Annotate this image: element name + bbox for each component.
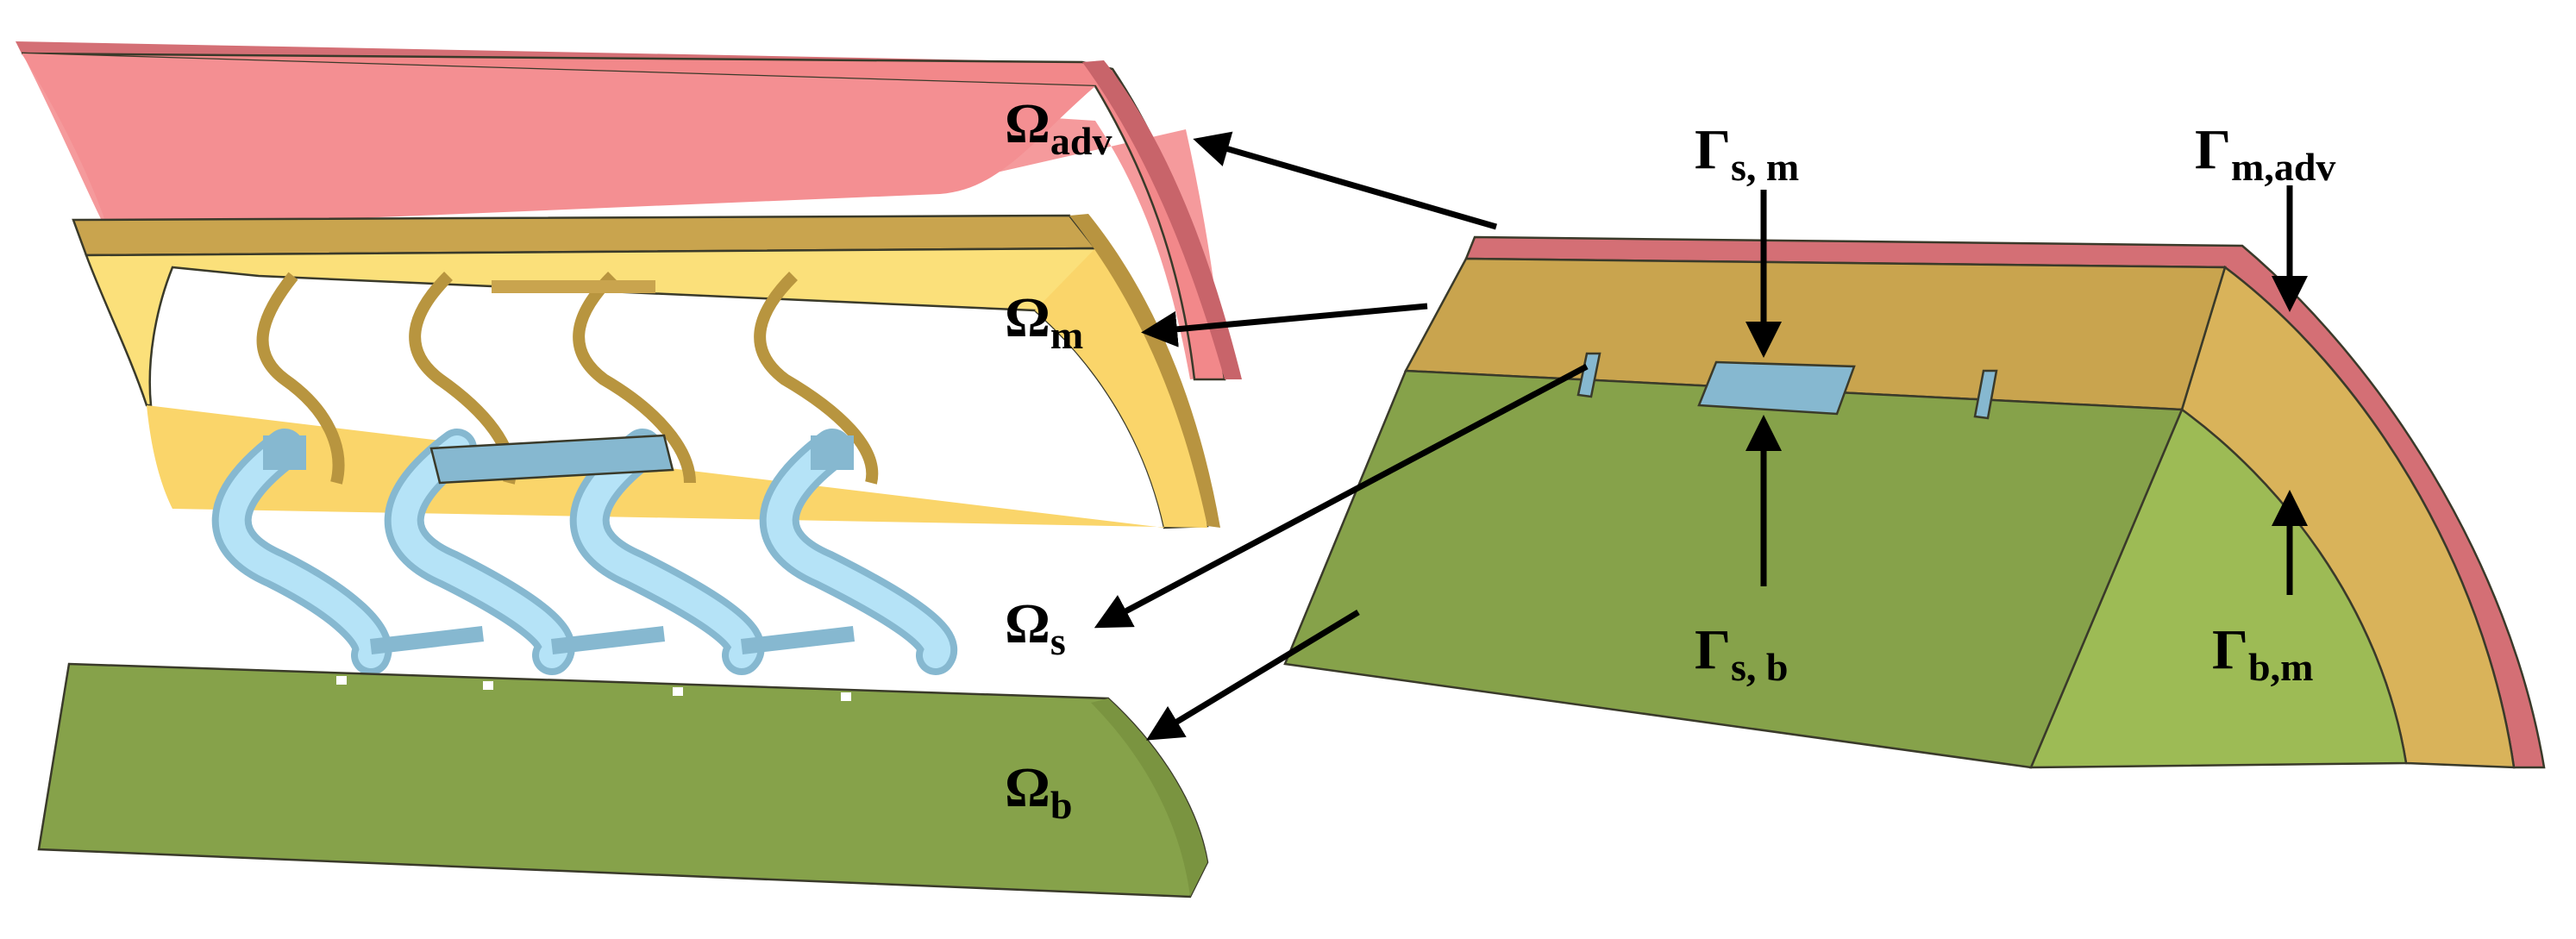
arrows (1094, 131, 2308, 741)
assembled-stent-center (1697, 360, 1856, 416)
arrow-omega-b (1146, 610, 1360, 741)
label-omega-adv: Ωadv (1005, 92, 1112, 163)
label-omega-m: Ωm (1005, 286, 1083, 357)
arrow-omega-m (1141, 303, 1428, 347)
balloon-layer (37, 662, 1209, 898)
assembled-stent-right (1973, 369, 1998, 420)
stent-structure (211, 429, 957, 675)
adventitia-outer-edge (1082, 60, 1242, 379)
arrow-omega-s (1094, 363, 1589, 629)
media-outer-edge (1069, 214, 1220, 528)
assembled-balloon-side (2029, 408, 2408, 769)
label-gamma-sm: Γs, m (1695, 118, 1799, 189)
assembled-section (1283, 235, 2546, 769)
label-omega-b: Ωb (1005, 756, 1072, 827)
assembled-balloon-face (1283, 369, 2184, 769)
label-gamma-madv: Γm,adv (2195, 118, 2335, 189)
arrow-omega-adv (1193, 131, 1497, 230)
assembled-stent-left (1576, 352, 1601, 398)
label-gamma-bm: Γb,m (2212, 618, 2313, 689)
labels: Ωadv Ωm Ωs Ωb Γs, m Γm,adv Γs, b Γb,m (1005, 92, 2335, 827)
adventitia-layer (16, 41, 1242, 381)
label-omega-s: Ωs (1005, 592, 1066, 663)
label-gamma-sb: Γs, b (1695, 618, 1788, 689)
stent-top-link (429, 434, 674, 485)
media-layer (72, 214, 1220, 529)
